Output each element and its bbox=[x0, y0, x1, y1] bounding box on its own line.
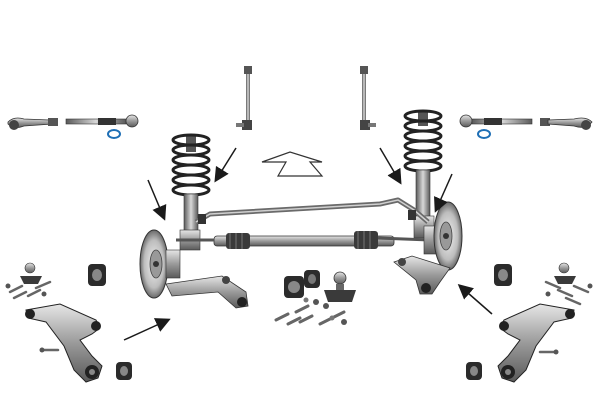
bolt-set-center bbox=[274, 297, 347, 326]
inner-tie-rod-left bbox=[65, 114, 139, 139]
brake-disc-left bbox=[139, 229, 181, 299]
arrow-to-right-arm-icon bbox=[457, 284, 493, 315]
inner-tie-rod-right bbox=[459, 114, 533, 139]
bushing-right bbox=[494, 264, 512, 286]
tie-rod-end-left bbox=[7, 117, 58, 130]
wishbone-arm-right bbox=[497, 303, 575, 383]
ball-joint-right bbox=[554, 262, 576, 284]
bolt-set-left bbox=[5, 280, 52, 300]
lower-control-arm-left bbox=[165, 275, 249, 309]
bushing-center-right bbox=[304, 270, 320, 288]
stabilizer-link-left bbox=[236, 66, 252, 130]
bushing-right-lower bbox=[466, 362, 482, 380]
forward-direction-arrow-icon bbox=[261, 151, 324, 177]
bolt-set-right bbox=[544, 280, 593, 306]
arrow-to-right-link-icon bbox=[379, 147, 402, 185]
bolt-small-left bbox=[39, 347, 60, 353]
brake-disc-right bbox=[423, 201, 463, 271]
stabilizer-link-right bbox=[360, 66, 376, 130]
pointer-arrows bbox=[123, 147, 493, 341]
coil-spring-strut-left bbox=[171, 133, 211, 251]
bolt-small-right bbox=[538, 349, 559, 355]
rack-boot-right bbox=[354, 231, 378, 249]
ball-joint-left bbox=[20, 262, 42, 284]
rack-boot-left bbox=[226, 233, 250, 249]
stabilizer-bar bbox=[194, 197, 430, 225]
arrow-to-right-strut-icon bbox=[434, 173, 453, 213]
bushing-left bbox=[88, 264, 106, 286]
wishbone-arm-left bbox=[25, 303, 103, 383]
arrow-to-left-strut-icon bbox=[147, 179, 167, 221]
bushing-left-lower bbox=[116, 362, 132, 380]
bushing-center-left bbox=[284, 276, 304, 298]
arrow-to-left-link-icon bbox=[214, 147, 237, 183]
steering-rack bbox=[176, 231, 431, 249]
ball-joint-center bbox=[324, 271, 356, 302]
arrow-to-left-arm-icon bbox=[123, 318, 171, 341]
lower-control-arm-right bbox=[393, 255, 451, 295]
tie-rod-end-right bbox=[540, 117, 593, 130]
coil-spring-strut-right bbox=[403, 109, 443, 239]
